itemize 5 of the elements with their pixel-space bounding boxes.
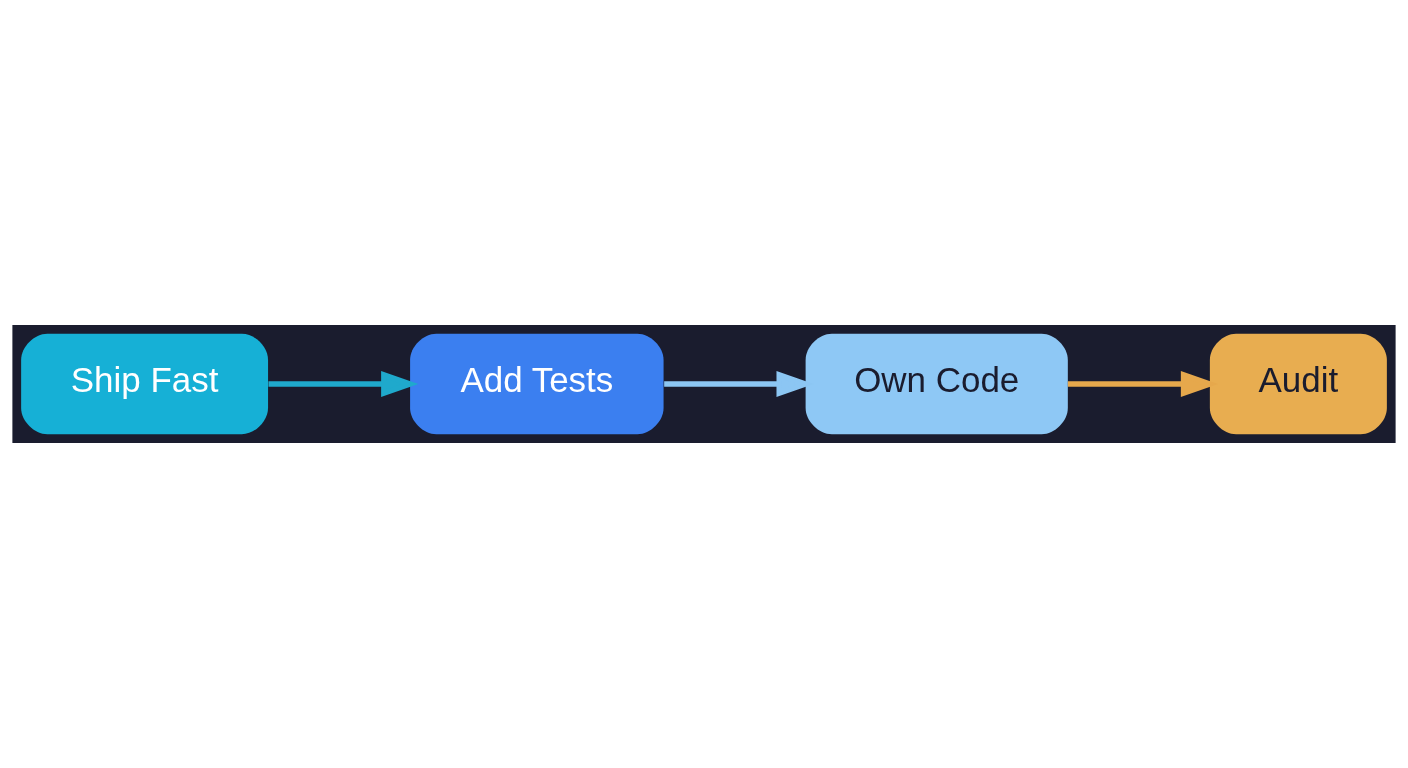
node-box: Own Code: [805, 333, 1068, 435]
node-box: Audit: [1209, 333, 1387, 435]
node-box: Add Tests: [410, 333, 664, 435]
arrow: [268, 370, 419, 398]
node-box: Ship Fast: [21, 333, 269, 435]
